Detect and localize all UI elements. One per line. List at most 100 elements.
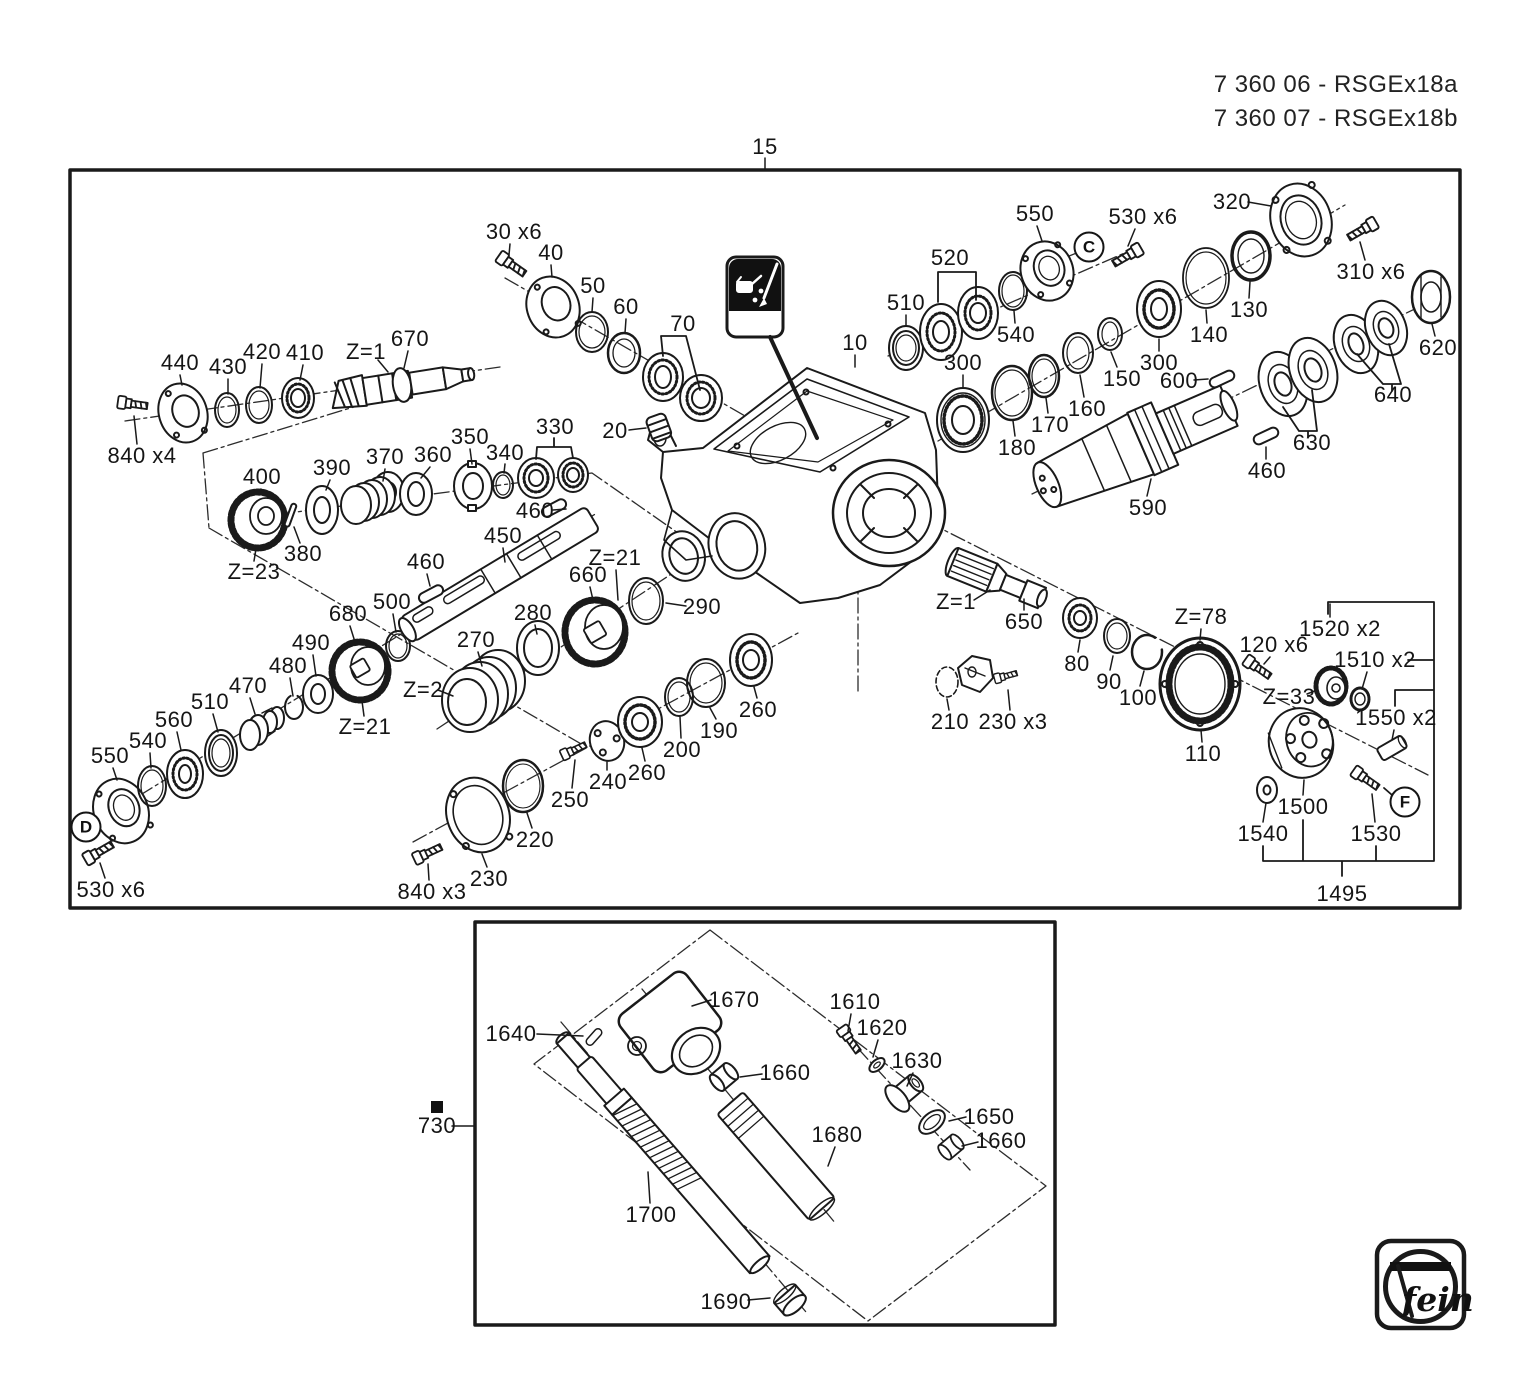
- part-label-60: 60: [613, 294, 639, 319]
- part-label-680: 680: [328, 601, 368, 626]
- part-label-230: 230: [469, 866, 509, 891]
- bearing-300-right: [1136, 280, 1182, 338]
- key-460: [1251, 424, 1281, 448]
- snap-ring-100: [1130, 633, 1164, 671]
- nut-1660b: [937, 1133, 965, 1161]
- part-label-840-x4: 840 x4: [107, 443, 177, 468]
- ring-160: [1062, 332, 1094, 374]
- flange-40: [525, 275, 582, 339]
- seal-510-left: [204, 729, 238, 777]
- key-1640: [583, 1026, 605, 1048]
- part-label-1495: 1495: [1316, 881, 1368, 906]
- ring-90: [1103, 618, 1131, 654]
- part-label-530-x6: 530 x6: [76, 877, 146, 902]
- part-label-730: 730: [417, 1113, 457, 1138]
- part-label-190: 190: [699, 718, 739, 743]
- section-callout-F: F: [1389, 786, 1421, 818]
- part-label-550: 550: [90, 743, 130, 768]
- part-label-160: 160: [1067, 396, 1107, 421]
- part-label-510: 510: [886, 290, 926, 315]
- part-label-30-x6: 30 x6: [485, 219, 543, 244]
- part-label-15: 15: [752, 134, 778, 159]
- part-label-840-x3: 840 x3: [397, 879, 467, 904]
- part-label-440: 440: [160, 350, 200, 375]
- part-label-z-1: Z=1: [345, 339, 387, 364]
- gear-660-z21: [561, 596, 629, 668]
- part-label-410: 410: [285, 340, 325, 365]
- ring-50: [575, 311, 609, 353]
- section-callout-C: C: [1073, 231, 1105, 263]
- ring-420: [245, 386, 273, 424]
- disc-640b: [1363, 299, 1409, 357]
- part-label-450: 450: [483, 523, 523, 548]
- ring-60: [606, 331, 642, 375]
- part-label-250: 250: [550, 787, 590, 812]
- bearing-520b: [957, 286, 999, 340]
- part-label-530-x6: 530 x6: [1108, 204, 1178, 229]
- gear-400-z23: [227, 488, 289, 552]
- hub-1500: [1267, 707, 1335, 779]
- part-label-180: 180: [997, 435, 1037, 460]
- bushing-1630: [884, 1073, 925, 1113]
- leader-lines: [99, 157, 1436, 1301]
- part-label-460: 460: [406, 549, 446, 574]
- part-label-50: 50: [580, 273, 606, 298]
- part-label-90: 90: [1096, 669, 1122, 694]
- gear-680-z21: [328, 638, 392, 704]
- part-label-380: 380: [283, 541, 323, 566]
- ring-540-left: [137, 765, 167, 807]
- threaded-shaft-1700: [555, 1031, 771, 1275]
- slotted-nut-350: [453, 460, 493, 512]
- ring-500: [385, 630, 411, 662]
- part-label-520: 520: [930, 245, 970, 270]
- clamp-230x3: [957, 655, 1019, 693]
- ring-540-right: [998, 271, 1028, 311]
- part-label-1690: 1690: [700, 1289, 752, 1314]
- part-label-80: 80: [1064, 651, 1090, 676]
- part-label-230-x3: 230 x3: [978, 709, 1048, 734]
- part-label-540: 540: [128, 728, 168, 753]
- part-label-70: 70: [670, 311, 696, 336]
- model-number-line1: 7 360 06 - RSGEx18a: [1213, 71, 1458, 98]
- bearing-80: [1062, 597, 1098, 639]
- part-label-320: 320: [1212, 189, 1252, 214]
- key-600: [1207, 367, 1237, 391]
- bearing-410: [281, 377, 315, 419]
- flange-440: [157, 382, 209, 444]
- part-label-260: 260: [738, 697, 778, 722]
- washer-390: [305, 485, 339, 535]
- ring-150: [1097, 317, 1123, 351]
- part-label-z-2: Z=2: [402, 677, 444, 702]
- part-label-540: 540: [996, 322, 1036, 347]
- pinion-shaft-650-z1: [944, 546, 1048, 610]
- screw-310x6: [1344, 215, 1381, 245]
- part-label-620: 620: [1418, 335, 1458, 360]
- ring-280: [516, 620, 560, 676]
- part-label-1500: 1500: [1277, 794, 1329, 819]
- flange-550-left: [92, 777, 154, 845]
- drum-270-z2: [441, 649, 526, 733]
- plug-20: [645, 412, 673, 443]
- worm-shaft-670: [331, 366, 476, 410]
- part-label-100: 100: [1118, 685, 1158, 710]
- part-label-420: 420: [242, 339, 282, 364]
- shaft-450: [397, 507, 599, 643]
- part-label-20: 20: [602, 418, 628, 443]
- input-shaft-row: [116, 366, 476, 444]
- part-label-130: 130: [1229, 297, 1269, 322]
- oil-service-icon: [725, 255, 819, 440]
- part-label-z-23: Z=23: [227, 559, 281, 584]
- pin-1550x2: [1376, 735, 1408, 761]
- part-label-1610: 1610: [829, 989, 881, 1014]
- cap-1690: [772, 1283, 807, 1317]
- part-label-330: 330: [535, 414, 575, 439]
- part-label-460: 460: [515, 498, 555, 523]
- part-label-210: 210: [930, 709, 970, 734]
- part-label-600: 600: [1159, 368, 1199, 393]
- worm-gear-row: [441, 577, 664, 733]
- ring-140: [1182, 247, 1230, 309]
- bearing-520a: [919, 303, 963, 361]
- spindle-590: [1032, 384, 1239, 509]
- fein-logo-text: fein: [1400, 1280, 1474, 1319]
- part-label-150: 150: [1102, 366, 1142, 391]
